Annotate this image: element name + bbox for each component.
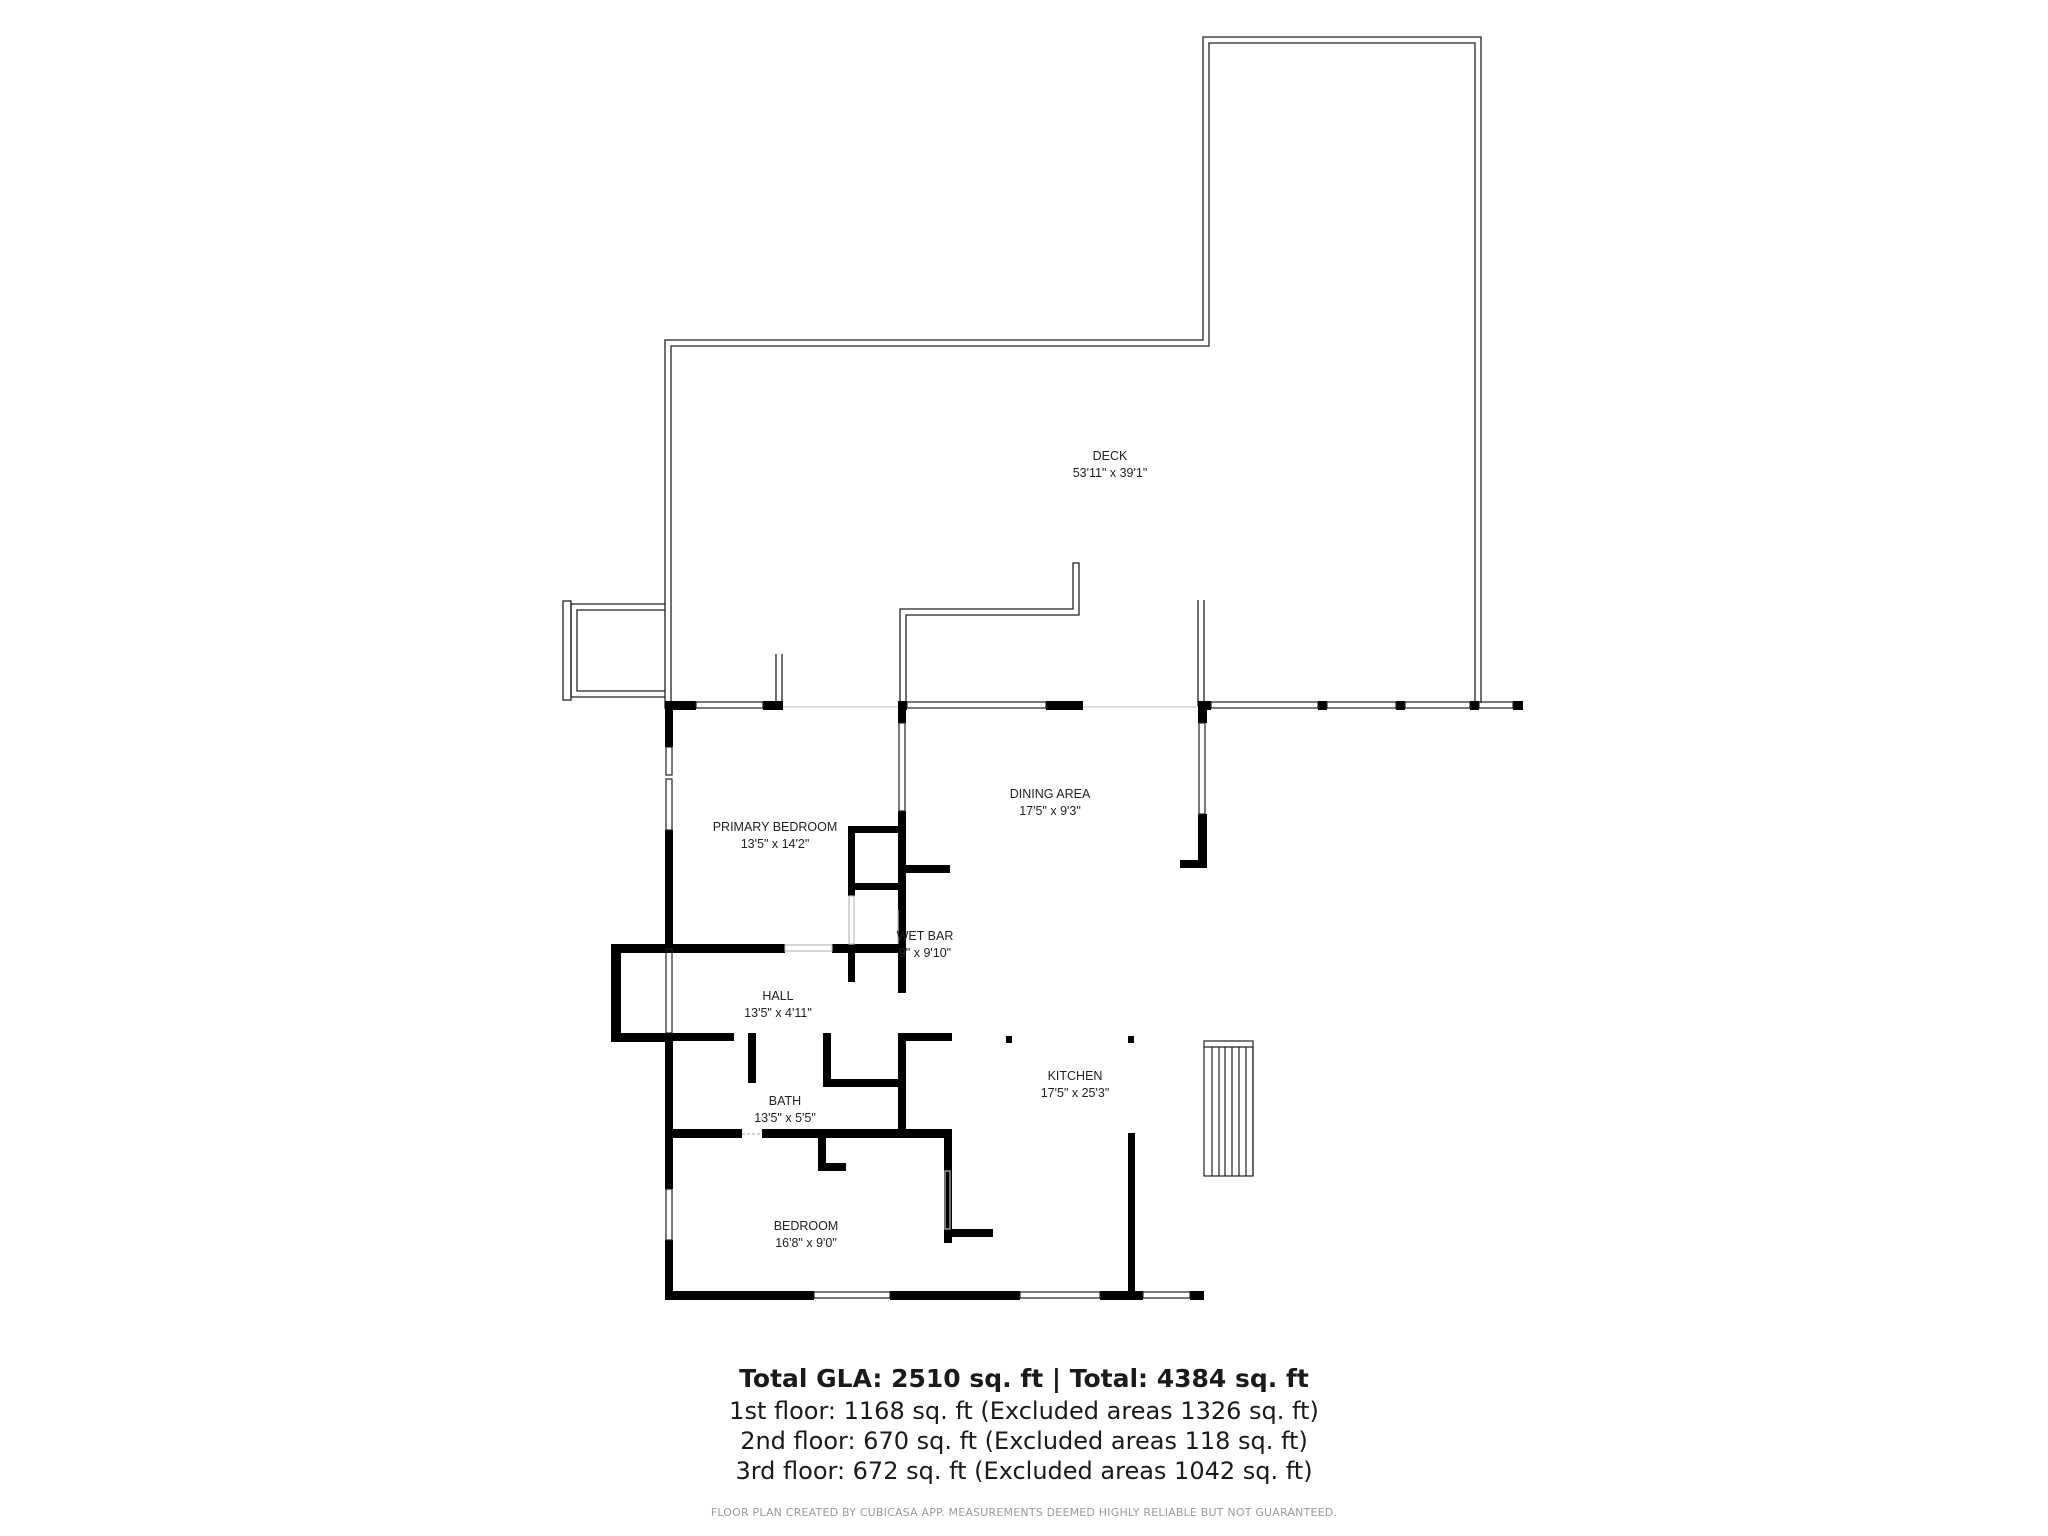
wet-bar-dimensions: 9" x 9'10" [899,946,951,960]
third-floor-area: 3rd floor: 672 sq. ft (Excluded areas 10… [735,1457,1313,1485]
deck-outline [562,36,1482,709]
wet-bar-label: WET BAR [897,929,954,943]
deck-dimensions: 53'11" x 39'1" [1073,466,1148,480]
second-floor-area: 2nd floor: 670 sq. ft (Excluded areas 11… [740,1427,1308,1455]
dining-area-label: DINING AREA [1010,787,1091,801]
room-labels: DECK 53'11" x 39'1" DINING AREA 17'5" x … [713,449,1148,1250]
hall-dimensions: 13'5" x 4'11" [744,1006,812,1020]
primary-bedroom-dimensions: 13'5" x 14'2" [741,837,810,851]
deck-label: DECK [1093,449,1128,463]
first-floor-area: 1st floor: 1168 sq. ft (Excluded areas 1… [729,1397,1319,1425]
dining-area-dimensions: 17'5" x 9'3" [1019,804,1081,818]
bedroom-label: BEDROOM [774,1219,839,1233]
bath-label: BATH [769,1094,801,1108]
exterior-stair [1203,1040,1254,1177]
bedroom-dimensions: 16'8" x 9'0" [775,1236,837,1250]
total-area: Total GLA: 2510 sq. ft | Total: 4384 sq.… [739,1364,1309,1393]
interior-walls [611,701,1523,1300]
disclaimer: FLOOR PLAN CREATED BY CUBICASA APP. MEAS… [710,1506,1338,1519]
kitchen-dimensions: 17'5" x 25'3" [1041,1086,1110,1100]
bath-dimensions: 13'5" x 5'5" [754,1111,816,1125]
primary-bedroom-label: PRIMARY BEDROOM [713,820,838,834]
hall-label: HALL [762,989,793,1003]
windows [665,701,1514,1299]
kitchen-label: KITCHEN [1048,1069,1103,1083]
